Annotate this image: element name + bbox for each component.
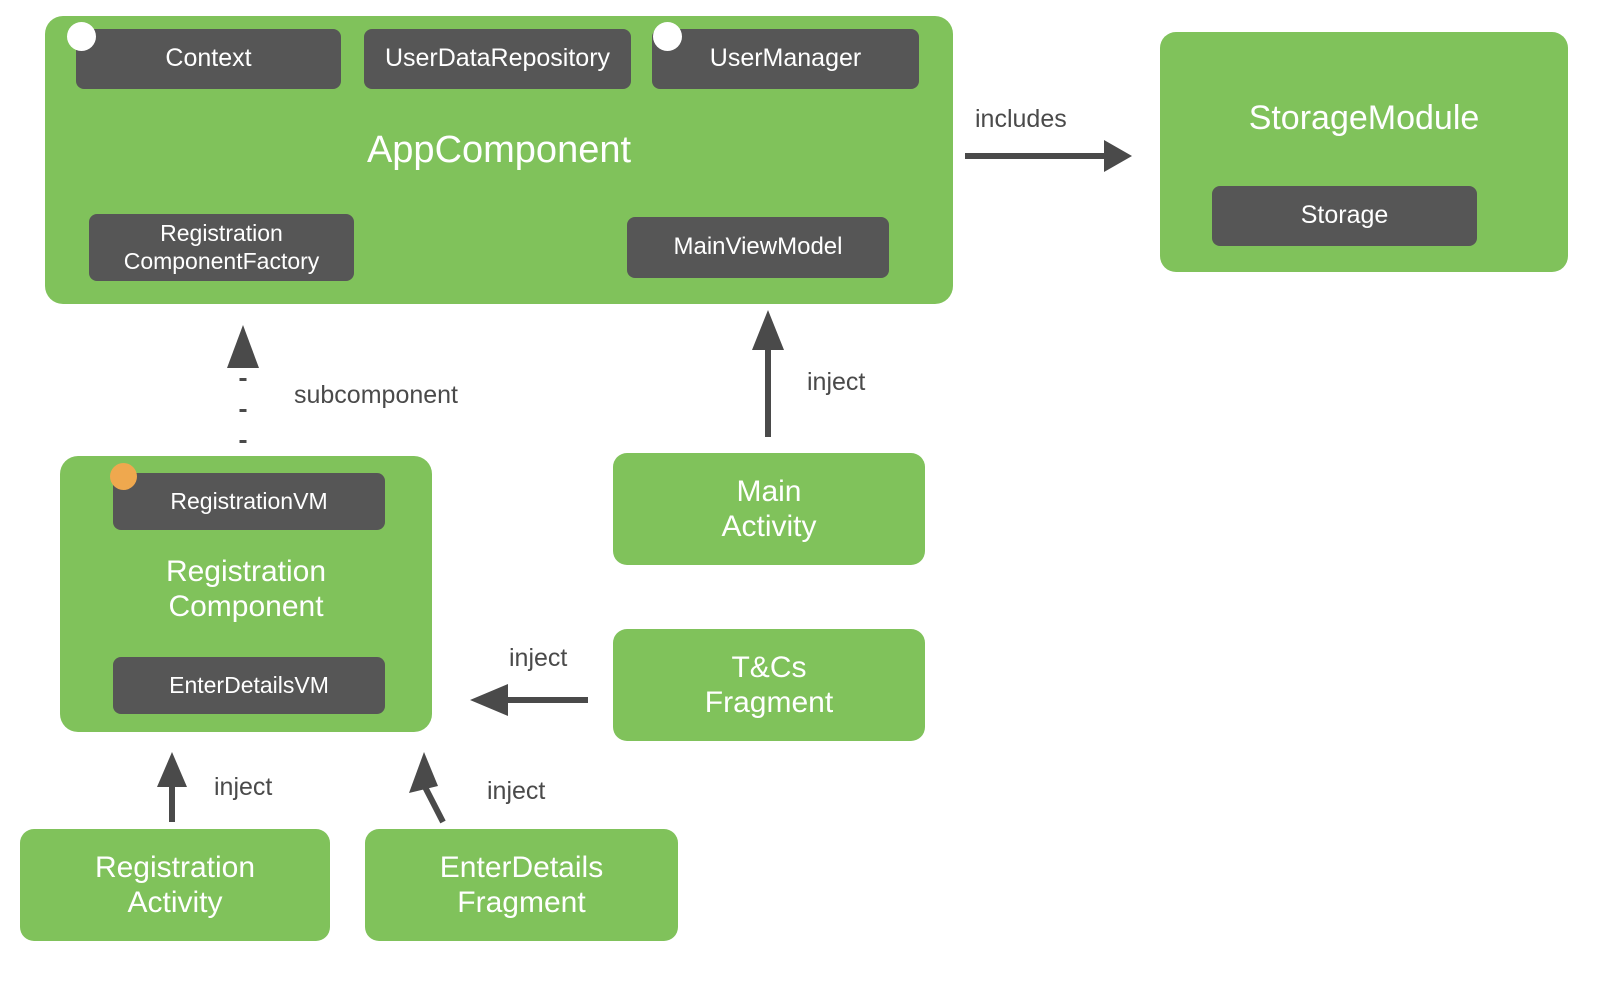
binding-label: RegistrationVM <box>170 487 328 514</box>
storage-module-title: StorageModule <box>1248 99 1480 137</box>
binding-label: Storage <box>1300 201 1389 230</box>
binding-dot-registrationvm-icon <box>110 463 137 490</box>
binding-dot-usermanager-icon <box>653 22 682 51</box>
client-enterdetails-fragment[interactable]: EnterDetails Fragment <box>365 829 678 941</box>
app-component-provision-context[interactable]: Context <box>76 29 341 89</box>
edge-inject-tcs-fragment-arrow <box>470 684 588 716</box>
registration-component-binding-registrationvm[interactable]: RegistrationVM <box>113 473 385 530</box>
app-component-provision-userdatarepository[interactable]: UserDataRepository <box>364 29 631 89</box>
edge-subcomponent-arrow <box>227 325 259 443</box>
factory-label: Registration ComponentFactory <box>123 220 320 274</box>
app-component-title: AppComponent <box>366 129 632 171</box>
registration-component-title: Registration Component <box>165 555 327 624</box>
client-label: Main Activity <box>721 474 817 543</box>
edge-inject-registration-activity-arrow <box>157 752 187 822</box>
app-component-provision-usermanager[interactable]: UserManager <box>652 29 919 89</box>
factory-label: MainViewModel <box>673 233 843 261</box>
client-label: T&Cs Fragment <box>704 650 834 719</box>
provision-label: Context <box>165 44 252 73</box>
edge-label-inject-main-activity: inject <box>807 368 866 396</box>
edge-label-subcomponent: subcomponent <box>294 381 459 409</box>
app-component-factory-mainviewmodel[interactable]: MainViewModel <box>627 217 889 278</box>
edge-label-inject-tcs-fragment: inject <box>509 644 568 672</box>
edge-inject-main-activity-arrow <box>752 310 784 437</box>
binding-label: EnterDetailsVM <box>169 671 329 698</box>
registration-component-binding-enterdetailsvm[interactable]: EnterDetailsVM <box>113 657 385 714</box>
client-main-activity[interactable]: Main Activity <box>613 453 925 565</box>
edge-label-inject-enterdetails-fragment: inject <box>487 777 546 805</box>
edge-inject-enterdetails-fragment-arrow <box>409 752 446 824</box>
client-registration-activity[interactable]: Registration Activity <box>20 829 330 941</box>
client-tcs-fragment[interactable]: T&Cs Fragment <box>613 629 925 741</box>
edge-label-includes: includes <box>975 105 1067 133</box>
edge-includes-arrow <box>965 140 1132 172</box>
client-label: EnterDetails Fragment <box>439 850 604 919</box>
edge-label-inject-registration-activity: inject <box>214 773 273 801</box>
storage-module-binding-storage[interactable]: Storage <box>1212 186 1477 246</box>
provision-label: UserManager <box>709 44 862 73</box>
app-component-factory-registrationcomponentfactory[interactable]: Registration ComponentFactory <box>89 214 354 281</box>
client-label: Registration Activity <box>94 850 256 919</box>
binding-dot-context-icon <box>67 22 96 51</box>
provision-label: UserDataRepository <box>384 44 611 73</box>
